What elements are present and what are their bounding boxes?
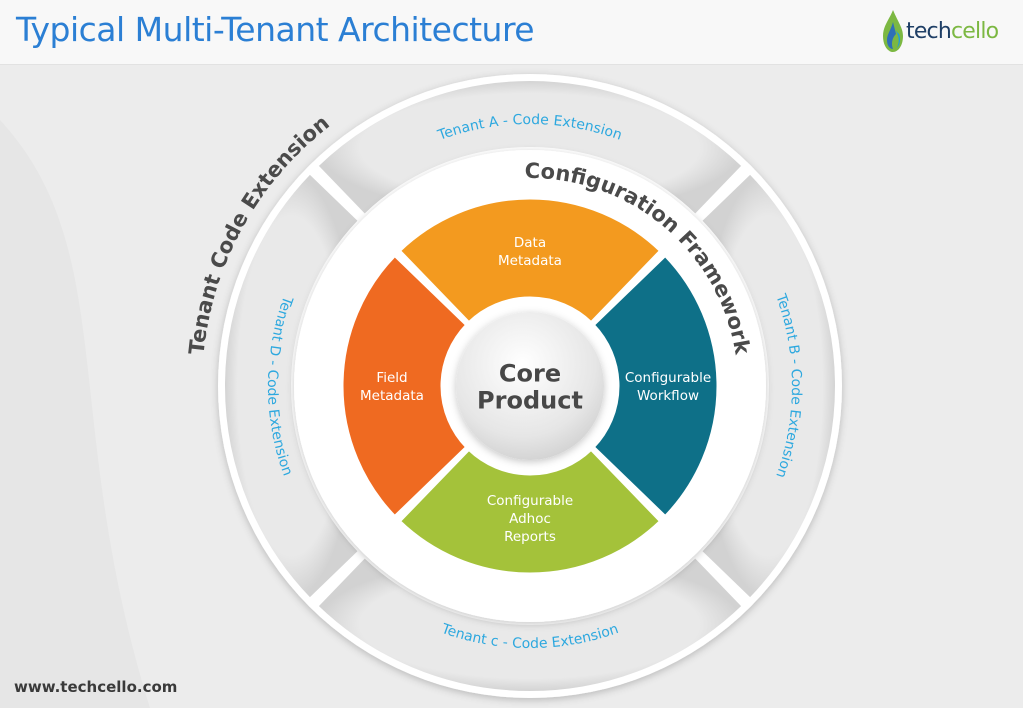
flame-drop-icon	[883, 10, 903, 52]
title-bar: Typical Multi-Tenant Architecture techce…	[0, 0, 1023, 65]
outer-segment-d	[223, 172, 361, 600]
configurable-workflow-label-line: Configurable	[625, 370, 711, 386]
configurable-adhoc-reports-label-line: Reports	[504, 529, 556, 545]
data-metadata-label-line: Data	[514, 235, 546, 251]
page-title: Typical Multi-Tenant Architecture	[16, 10, 535, 49]
background-swoosh	[0, 120, 150, 708]
configurable-workflow-label-line: Workflow	[637, 388, 699, 404]
outer-segment-b	[699, 172, 837, 600]
data-metadata-label-line: Metadata	[498, 253, 562, 269]
core-product-label: Core	[499, 360, 561, 388]
logo-wordmark: techcello	[906, 19, 999, 44]
logo-text-cello: cello	[951, 19, 999, 44]
configurable-adhoc-reports-label-line: Configurable	[487, 493, 573, 509]
field-metadata-label-line: Field	[376, 370, 407, 386]
core-product-label: Product	[477, 387, 583, 415]
logo-text-tech: tech	[906, 19, 952, 44]
field-metadata-label-line: Metadata	[360, 388, 424, 404]
configurable-adhoc-reports-label-line: Adhoc	[509, 511, 551, 527]
techcello-logo[interactable]: techcello	[880, 8, 1016, 56]
outer-segment-c	[316, 555, 744, 693]
website-link[interactable]: www.techcello.com	[14, 678, 178, 696]
outer-segment-a	[316, 79, 744, 217]
